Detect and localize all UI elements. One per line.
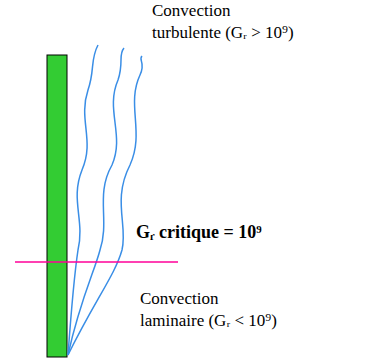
heated-plate bbox=[47, 55, 67, 357]
flow-line bbox=[68, 48, 124, 355]
flow-line bbox=[68, 56, 142, 355]
region-label: Convection laminaire (Gᵣ < 10⁹) bbox=[138, 288, 279, 332]
critical-line bbox=[15, 261, 178, 263]
region-label: Convection turbulente (Gᵣ > 10⁹) bbox=[150, 0, 296, 44]
threshold-label: Gᵣ critique = 10⁹ bbox=[134, 221, 264, 243]
